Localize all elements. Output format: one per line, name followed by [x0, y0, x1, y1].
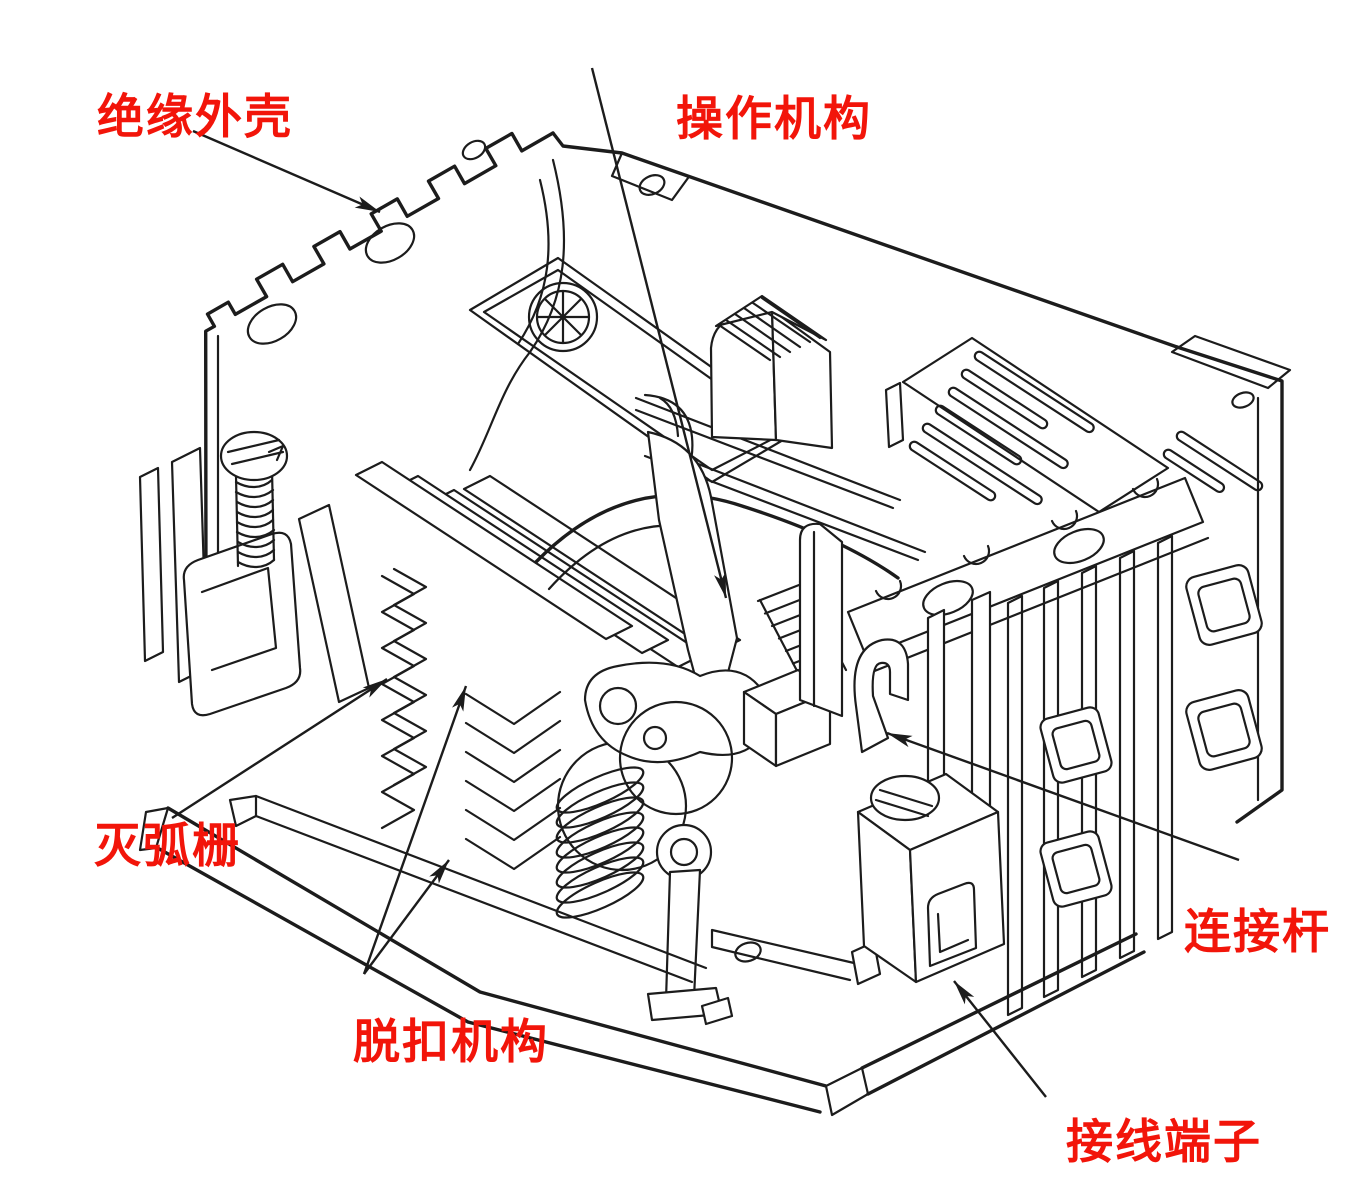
channel-rails — [634, 396, 927, 562]
end-plate-top — [1170, 334, 1292, 390]
housing-hole — [246, 303, 298, 345]
terminal-side-face — [908, 810, 1006, 984]
screw-head — [219, 430, 289, 482]
arc-chute-assembly — [297, 460, 742, 871]
terminal-cavity-inner — [936, 912, 970, 954]
callout-leaders — [171, 67, 1240, 1098]
platform-end — [228, 794, 258, 828]
phillips-screw — [527, 281, 599, 353]
mechanism-hump — [534, 493, 900, 580]
label-connecting-rod: 连接杆 — [1184, 905, 1331, 958]
right-end-assembly — [846, 334, 1292, 1017]
s-hook-inner — [658, 396, 680, 438]
barrier-plate — [297, 503, 371, 704]
link-bar — [710, 928, 856, 982]
vent-grille-outline — [901, 336, 1170, 514]
base-right-cap — [824, 1066, 870, 1117]
cam-disc-front — [618, 700, 734, 816]
terminal-screw-slot — [874, 788, 934, 818]
castellated-edge — [204, 131, 555, 632]
leader-connecting-rod — [886, 731, 1240, 862]
label-operating-mechanism: 操作机构 — [676, 92, 872, 145]
leader-arc-chute — [171, 677, 388, 820]
screw-threads — [234, 478, 276, 569]
label-wiring-terminal: 接线端子 — [1066, 1115, 1262, 1168]
rod-pillar — [798, 522, 844, 718]
base-left-cap — [138, 806, 170, 852]
housing-back-edge — [551, 131, 1179, 349]
lever-pivot-hole — [669, 837, 699, 867]
notched-band — [846, 476, 1205, 658]
label-arc-chute: 灭弧栅 — [94, 819, 241, 872]
left-terminal-inner — [200, 566, 278, 672]
band-hole — [1053, 527, 1105, 565]
vent-grille-slots — [908, 350, 1264, 506]
cam-plate — [583, 661, 771, 764]
left-terminal-assembly — [138, 430, 302, 717]
lever-toe — [700, 996, 734, 1026]
lever-arm — [664, 868, 702, 1002]
base-top-edge — [166, 806, 828, 1088]
terminal-cavity — [926, 881, 978, 968]
cutaway-curve — [468, 158, 566, 472]
housing-hole — [461, 139, 487, 161]
cutaway-curve-inner — [516, 178, 550, 346]
link-roller — [734, 941, 762, 963]
band-hole — [922, 579, 974, 617]
ribbed-knob-front — [709, 308, 778, 442]
chevron-plates — [464, 690, 562, 871]
platform-edge — [254, 794, 708, 984]
leader-operating-mechanism — [590, 67, 728, 599]
cam-hole — [598, 686, 638, 726]
ribbed-knob-hatching — [717, 296, 822, 362]
rod-hook — [853, 638, 910, 754]
phillips-screw-cross — [535, 289, 591, 345]
band-notches — [874, 477, 1160, 601]
wiring-terminal-block — [856, 772, 1006, 984]
left-terminal-block — [182, 531, 302, 717]
big-coil-spring — [555, 766, 645, 919]
top-face-details — [468, 256, 1264, 562]
leader-trip-mechanism-1 — [362, 685, 468, 975]
housing-hole — [638, 174, 666, 196]
base-right-edge — [860, 932, 1146, 1096]
leader-trip-mechanism-2 — [363, 859, 450, 975]
end-plate-hole — [1231, 391, 1255, 409]
leader-insulating-housing — [192, 129, 381, 214]
base-bottom-edge — [152, 844, 822, 1114]
cam-hole — [642, 725, 668, 751]
raised-plate — [884, 381, 905, 449]
end-plate-edge — [1175, 345, 1284, 824]
terminal-pockets — [1039, 564, 1263, 908]
arc-plate-zigzag — [392, 567, 428, 787]
label-insulating-housing: 绝缘外壳 — [97, 90, 293, 143]
housing-hole — [364, 222, 416, 264]
leader-wiring-terminal — [953, 980, 1047, 1098]
left-side-plate — [138, 466, 165, 663]
ribbed-knob-side — [770, 308, 834, 450]
operating-mechanism-assembly — [534, 393, 900, 1026]
label-trip-mechanism: 脱扣机构 — [353, 1015, 549, 1068]
arc-plate — [462, 474, 742, 655]
screw-head-slot — [226, 438, 285, 466]
base-rails — [138, 794, 1146, 1117]
arc-plate — [354, 460, 634, 641]
